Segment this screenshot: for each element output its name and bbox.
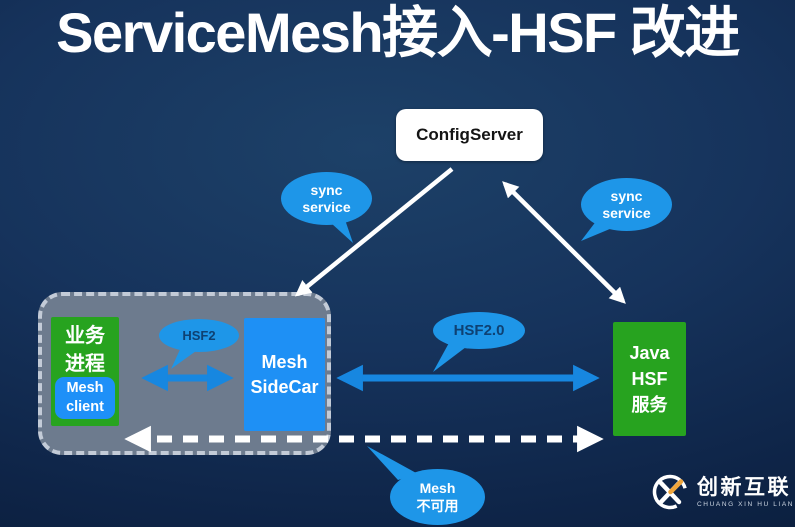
bubble-hsf2-0: HSF2.0 — [433, 312, 525, 349]
arrow-configserver-javahsf-bidirectional — [502, 181, 626, 304]
hsf2-0-label: HSF2.0 — [453, 322, 505, 339]
node-java-hsf: Java HSF 服务 — [613, 322, 686, 436]
watermark-chuangxin: 创新互联 CHUANG XIN HU LIAN — [650, 472, 794, 512]
java-hsf-label: Java HSF 服务 — [629, 343, 670, 415]
watermark-name: 创新互联 — [697, 475, 791, 499]
node-mesh-client: Mesh client — [55, 377, 115, 419]
watermark-subtitle: CHUANG XIN HU LIAN — [697, 500, 795, 508]
mesh-unavailable-bubble-tail — [367, 446, 418, 480]
sync-service-left-label: sync service — [302, 181, 351, 215]
bubble-sync-service-right: sync service — [581, 178, 672, 231]
bubble-sync-service-left: sync service — [281, 172, 372, 225]
node-mesh-sidecar: Mesh SideCar — [244, 318, 325, 431]
slide-title: ServiceMesh接入-HSF 改进 — [56, 1, 740, 64]
mesh-unavailable-label: Mesh 不可用 — [416, 480, 459, 514]
hsf2-label: HSF2 — [182, 328, 216, 343]
bubble-mesh-unavailable: Mesh 不可用 — [390, 469, 485, 525]
mesh-client-label: Mesh client — [66, 380, 104, 415]
hsf20-bubble-tail — [433, 341, 470, 372]
node-business-process: 业务 进程 Mesh client — [51, 317, 119, 426]
bubble-hsf2: HSF2 — [159, 319, 239, 352]
mesh-sidecar-label: Mesh SideCar — [250, 351, 319, 397]
business-process-label: 业务 进程 — [65, 325, 105, 375]
arrow-configserver-to-sidecar — [294, 167, 454, 297]
sync-service-right-label: sync service — [602, 187, 651, 221]
node-config-server: ConfigServer — [396, 109, 543, 161]
config-server-label: ConfigServer — [416, 125, 523, 144]
chuangxin-logo-icon — [652, 474, 688, 510]
